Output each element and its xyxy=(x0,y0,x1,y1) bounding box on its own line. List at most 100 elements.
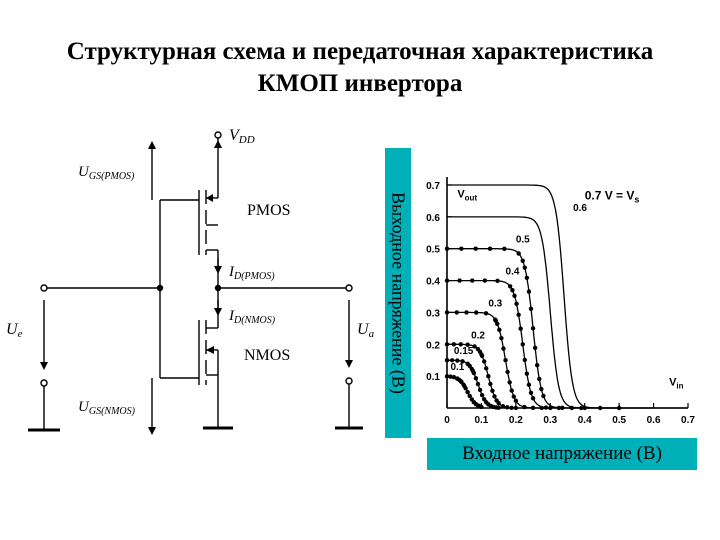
curve-label-0.2: 0.2 xyxy=(471,330,485,341)
data-point-0.1 xyxy=(479,404,484,410)
data-point-0.4 xyxy=(569,405,575,411)
pmos-label: PMOS xyxy=(247,202,291,219)
data-point-0.4 xyxy=(507,284,513,289)
data-point-0.3 xyxy=(474,310,479,315)
data-point-0.4 xyxy=(582,405,587,411)
id-nmos-label: ID(NMOS) xyxy=(228,308,276,326)
data-point-0.3 xyxy=(507,380,512,385)
output-terminal-top xyxy=(345,284,353,292)
data-point-0.15 xyxy=(449,358,455,363)
ue-label: Ue xyxy=(6,321,23,340)
y-axis-label-box: Выходное напряжение (В) xyxy=(385,148,411,438)
y-tick-label: 0.6 xyxy=(426,213,440,224)
data-point-0.4 xyxy=(470,278,475,283)
curve-0.7 xyxy=(447,184,688,409)
data-point-0.2 xyxy=(496,400,501,406)
data-point-0.4 xyxy=(495,278,500,284)
data-point-0.4 xyxy=(518,326,523,331)
y-tick-label: 0.4 xyxy=(426,277,440,288)
data-point-0.2 xyxy=(488,381,493,387)
x-axis-label: Входное напряжение (В) xyxy=(427,438,697,470)
data-point-0.3 xyxy=(539,405,544,411)
data-point-0.15 xyxy=(444,358,450,363)
data-point-0.3 xyxy=(530,405,536,411)
data-point-0.3 xyxy=(509,388,514,393)
x-tick-label: 0.5 xyxy=(612,415,626,426)
data-point-0.5 xyxy=(473,246,478,251)
arrow-heads xyxy=(40,140,353,435)
data-point-0.2 xyxy=(500,404,506,409)
data-point-0.15 xyxy=(479,392,485,398)
data-point-0.3 xyxy=(483,311,489,316)
x-axis-name: Vin xyxy=(669,377,684,391)
x-tick-label: 0.2 xyxy=(509,415,523,426)
data-point-0.5 xyxy=(537,376,542,382)
data-point-0.3 xyxy=(522,404,527,410)
data-point-0.3 xyxy=(464,310,469,315)
nmos-label: NMOS xyxy=(244,347,290,364)
data-point-0.3 xyxy=(499,335,504,341)
data-point-0.3 xyxy=(503,358,508,363)
id-pmos-label: ID(PMOS) xyxy=(228,264,275,282)
data-point-0.1 xyxy=(448,374,453,379)
x-tick-label: 0 xyxy=(444,415,450,426)
curve-label-0.1: 0.1 xyxy=(450,362,464,373)
data-point-0.15 xyxy=(496,405,501,410)
data-point-0.2 xyxy=(451,342,457,347)
y-tick-label: 0.2 xyxy=(426,340,440,351)
ua-label: Ua xyxy=(357,321,375,340)
ugs-pmos-label: UGS(PMOS) xyxy=(78,164,135,182)
data-point-0.5 xyxy=(526,289,532,294)
y-tick-label: 0.1 xyxy=(426,372,440,383)
data-point-0.4 xyxy=(520,342,525,347)
data-point-0.1 xyxy=(467,393,472,399)
data-point-0.4 xyxy=(482,278,488,283)
y-axis-name: Vout xyxy=(457,189,477,203)
data-point-0.15 xyxy=(460,359,465,364)
data-point-0.3 xyxy=(493,317,498,322)
page-title: Структурная схема и передаточная характе… xyxy=(0,36,720,100)
nmos-source-arrow-head xyxy=(206,346,214,354)
data-point-0.4 xyxy=(510,288,515,293)
data-point-0.5 xyxy=(541,393,546,399)
data-point-0.2 xyxy=(472,344,477,349)
vdd-terminal xyxy=(214,131,222,139)
data-point-0.4 xyxy=(444,278,450,283)
vdd-label: VDD xyxy=(229,127,255,146)
data-point-0.4 xyxy=(516,312,521,318)
data-point-0.4 xyxy=(530,396,536,401)
data-point-0.5 xyxy=(444,246,450,251)
x-tick-label: 0.3 xyxy=(543,415,557,426)
data-point-0.3 xyxy=(501,346,506,351)
data-point-0.5 xyxy=(459,246,464,251)
input-terminal-top xyxy=(40,284,48,292)
data-point-0.4 xyxy=(457,278,462,283)
data-point-0.4 xyxy=(512,293,517,298)
data-point-0.4 xyxy=(528,390,534,396)
ua-arrow-head xyxy=(345,360,353,368)
data-point-0.2 xyxy=(481,359,487,364)
data-point-0.2 xyxy=(513,405,519,411)
output-terminal-bottom xyxy=(345,377,353,385)
data-point-0.2 xyxy=(458,342,463,347)
curve-label-0.15: 0.15 xyxy=(454,346,474,357)
data-point-0.5 xyxy=(522,265,528,270)
data-point-0.3 xyxy=(495,321,500,327)
data-point-0.3 xyxy=(497,327,502,333)
data-point-0.15 xyxy=(455,358,460,363)
data-point-0.4 xyxy=(522,357,528,363)
data-point-0.3 xyxy=(454,310,459,315)
data-point-0.15 xyxy=(475,381,481,387)
data-point-0.3 xyxy=(505,369,510,375)
y-tick-label: 0.5 xyxy=(426,245,440,256)
data-point-0.15 xyxy=(473,376,479,381)
data-point-0.3 xyxy=(511,394,516,399)
data-point-0.2 xyxy=(505,405,510,410)
ugs-nmos-label: UGS(NMOS) xyxy=(78,399,136,417)
curve-label-0.7: 0.7 V = Vs xyxy=(585,188,640,204)
data-point-0.1 xyxy=(461,382,466,387)
data-point-0.4 xyxy=(556,405,562,411)
y-axis-label: Выходное напряжение (В) xyxy=(388,192,409,394)
data-point-0.5 xyxy=(487,246,493,251)
data-point-0.2 xyxy=(477,349,483,355)
